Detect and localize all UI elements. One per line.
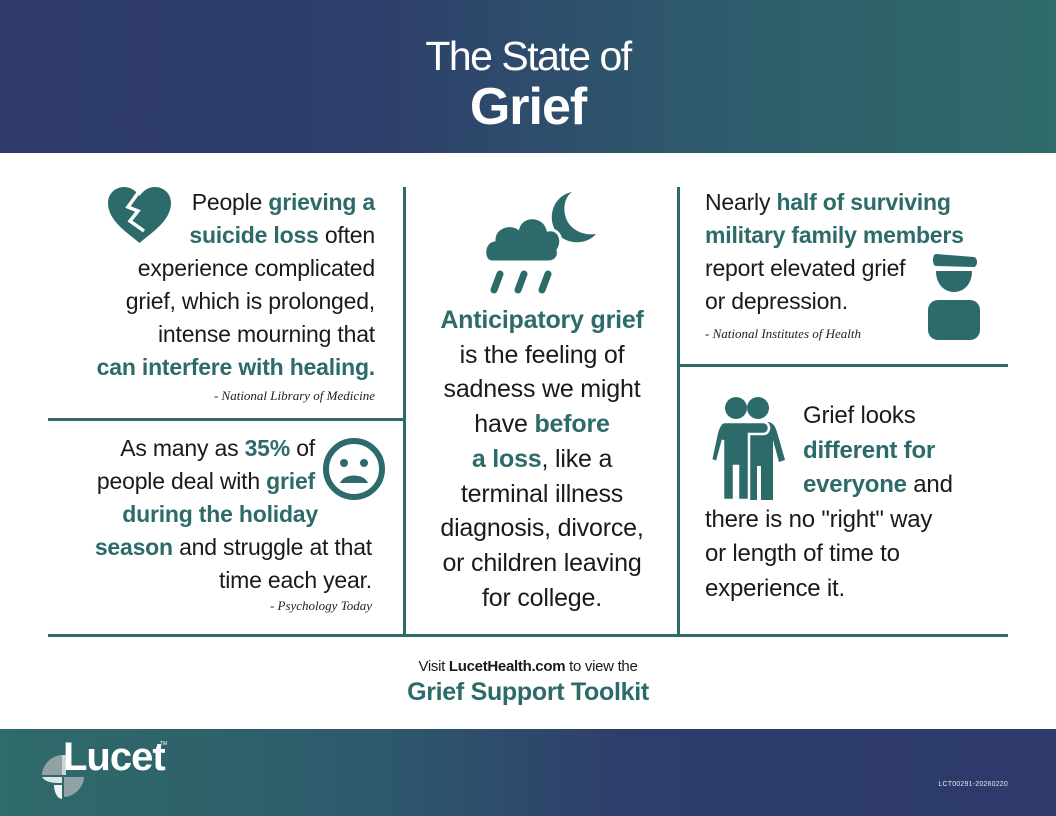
text-line: there is no "right" way bbox=[705, 505, 933, 533]
text-line: season and struggle at that bbox=[94, 534, 372, 560]
cta-visit-line: Visit LucetHealth.com to view the bbox=[418, 658, 638, 675]
text-line: everyone and bbox=[803, 471, 953, 498]
text-line: is the feeling of bbox=[459, 340, 625, 369]
panel-holiday-text: As many as 35% of people deal with grief… bbox=[60, 432, 375, 597]
text-line: during the holiday bbox=[122, 501, 318, 527]
rain-cloud-moon-icon bbox=[483, 190, 604, 295]
text-line: or length of time to bbox=[705, 540, 900, 567]
divider-horizontal-right bbox=[677, 364, 1008, 367]
text-line: Nearly half of surviving bbox=[705, 189, 951, 215]
text-line: or depression. bbox=[705, 288, 848, 314]
source-citation: - Psychology Today bbox=[269, 598, 372, 613]
text-line: for college. bbox=[482, 583, 602, 612]
divider-vertical-right bbox=[677, 187, 680, 636]
source-citation: - National Institutes of Health bbox=[705, 326, 861, 341]
text-line: experience it. bbox=[705, 574, 845, 602]
text-line: grief, which is prolonged, bbox=[125, 288, 375, 314]
text-line: As many as 35% of bbox=[120, 435, 315, 461]
source-citation: - National Library of Medicine bbox=[213, 388, 375, 403]
text-line: report elevated grief bbox=[705, 255, 906, 281]
text-line: or children leaving bbox=[442, 548, 642, 577]
text-line: diagnosis, divorce, bbox=[440, 514, 644, 543]
title-line-2: Grief bbox=[469, 78, 587, 136]
divider-horizontal-bottom bbox=[48, 634, 1008, 637]
footer-banner: Lucet TM LCT00291-20260220 bbox=[0, 729, 1056, 816]
trademark-symbol: TM bbox=[160, 741, 168, 747]
panel-suicide-loss-text: People grieving a suicide loss often exp… bbox=[60, 186, 376, 384]
text-line: people deal with grief bbox=[96, 468, 315, 494]
text-line: Grief looks bbox=[803, 402, 916, 429]
text-line: have before bbox=[474, 410, 610, 439]
text-line: can interfere with healing. bbox=[96, 354, 376, 380]
document-code: LCT00291-20260220 bbox=[938, 781, 1008, 788]
divider-vertical-left bbox=[403, 187, 406, 636]
panel-anticipatory-text: Anticipatory grief is the feeling of sad… bbox=[408, 303, 676, 615]
website-link[interactable]: LucetHealth.com bbox=[448, 658, 566, 675]
two-people-icon bbox=[709, 396, 787, 502]
panel-different-text: Grief looks different for everyone and t… bbox=[705, 399, 1005, 606]
panel-military-text: Nearly half of surviving military family… bbox=[705, 186, 1005, 318]
text-line: sadness we might bbox=[443, 375, 641, 404]
lucet-logo-text: Lucet bbox=[63, 735, 166, 779]
text-line: suicide loss often bbox=[189, 222, 375, 248]
broken-heart-icon bbox=[108, 187, 171, 243]
title-line-1: The State of bbox=[425, 33, 632, 79]
soldier-icon bbox=[926, 254, 982, 340]
text-line: terminal illness bbox=[460, 479, 624, 508]
toolkit-title: Grief Support Toolkit bbox=[407, 678, 649, 706]
text-line: intense mourning that bbox=[158, 321, 375, 347]
text-line: different for bbox=[803, 436, 936, 464]
text-line: Anticipatory grief bbox=[440, 306, 644, 334]
sad-face-icon bbox=[322, 437, 386, 501]
text-line: a loss, like a bbox=[471, 444, 613, 473]
text-line: time each year. bbox=[219, 567, 372, 593]
lucet-logo-mark-icon bbox=[40, 753, 84, 799]
divider-horizontal-left bbox=[48, 418, 405, 421]
header-banner: The State of Grief bbox=[0, 0, 1056, 153]
text-line: military family members bbox=[705, 222, 964, 248]
text-line: People grieving a bbox=[191, 189, 375, 215]
text-line: experience complicated bbox=[137, 255, 375, 281]
